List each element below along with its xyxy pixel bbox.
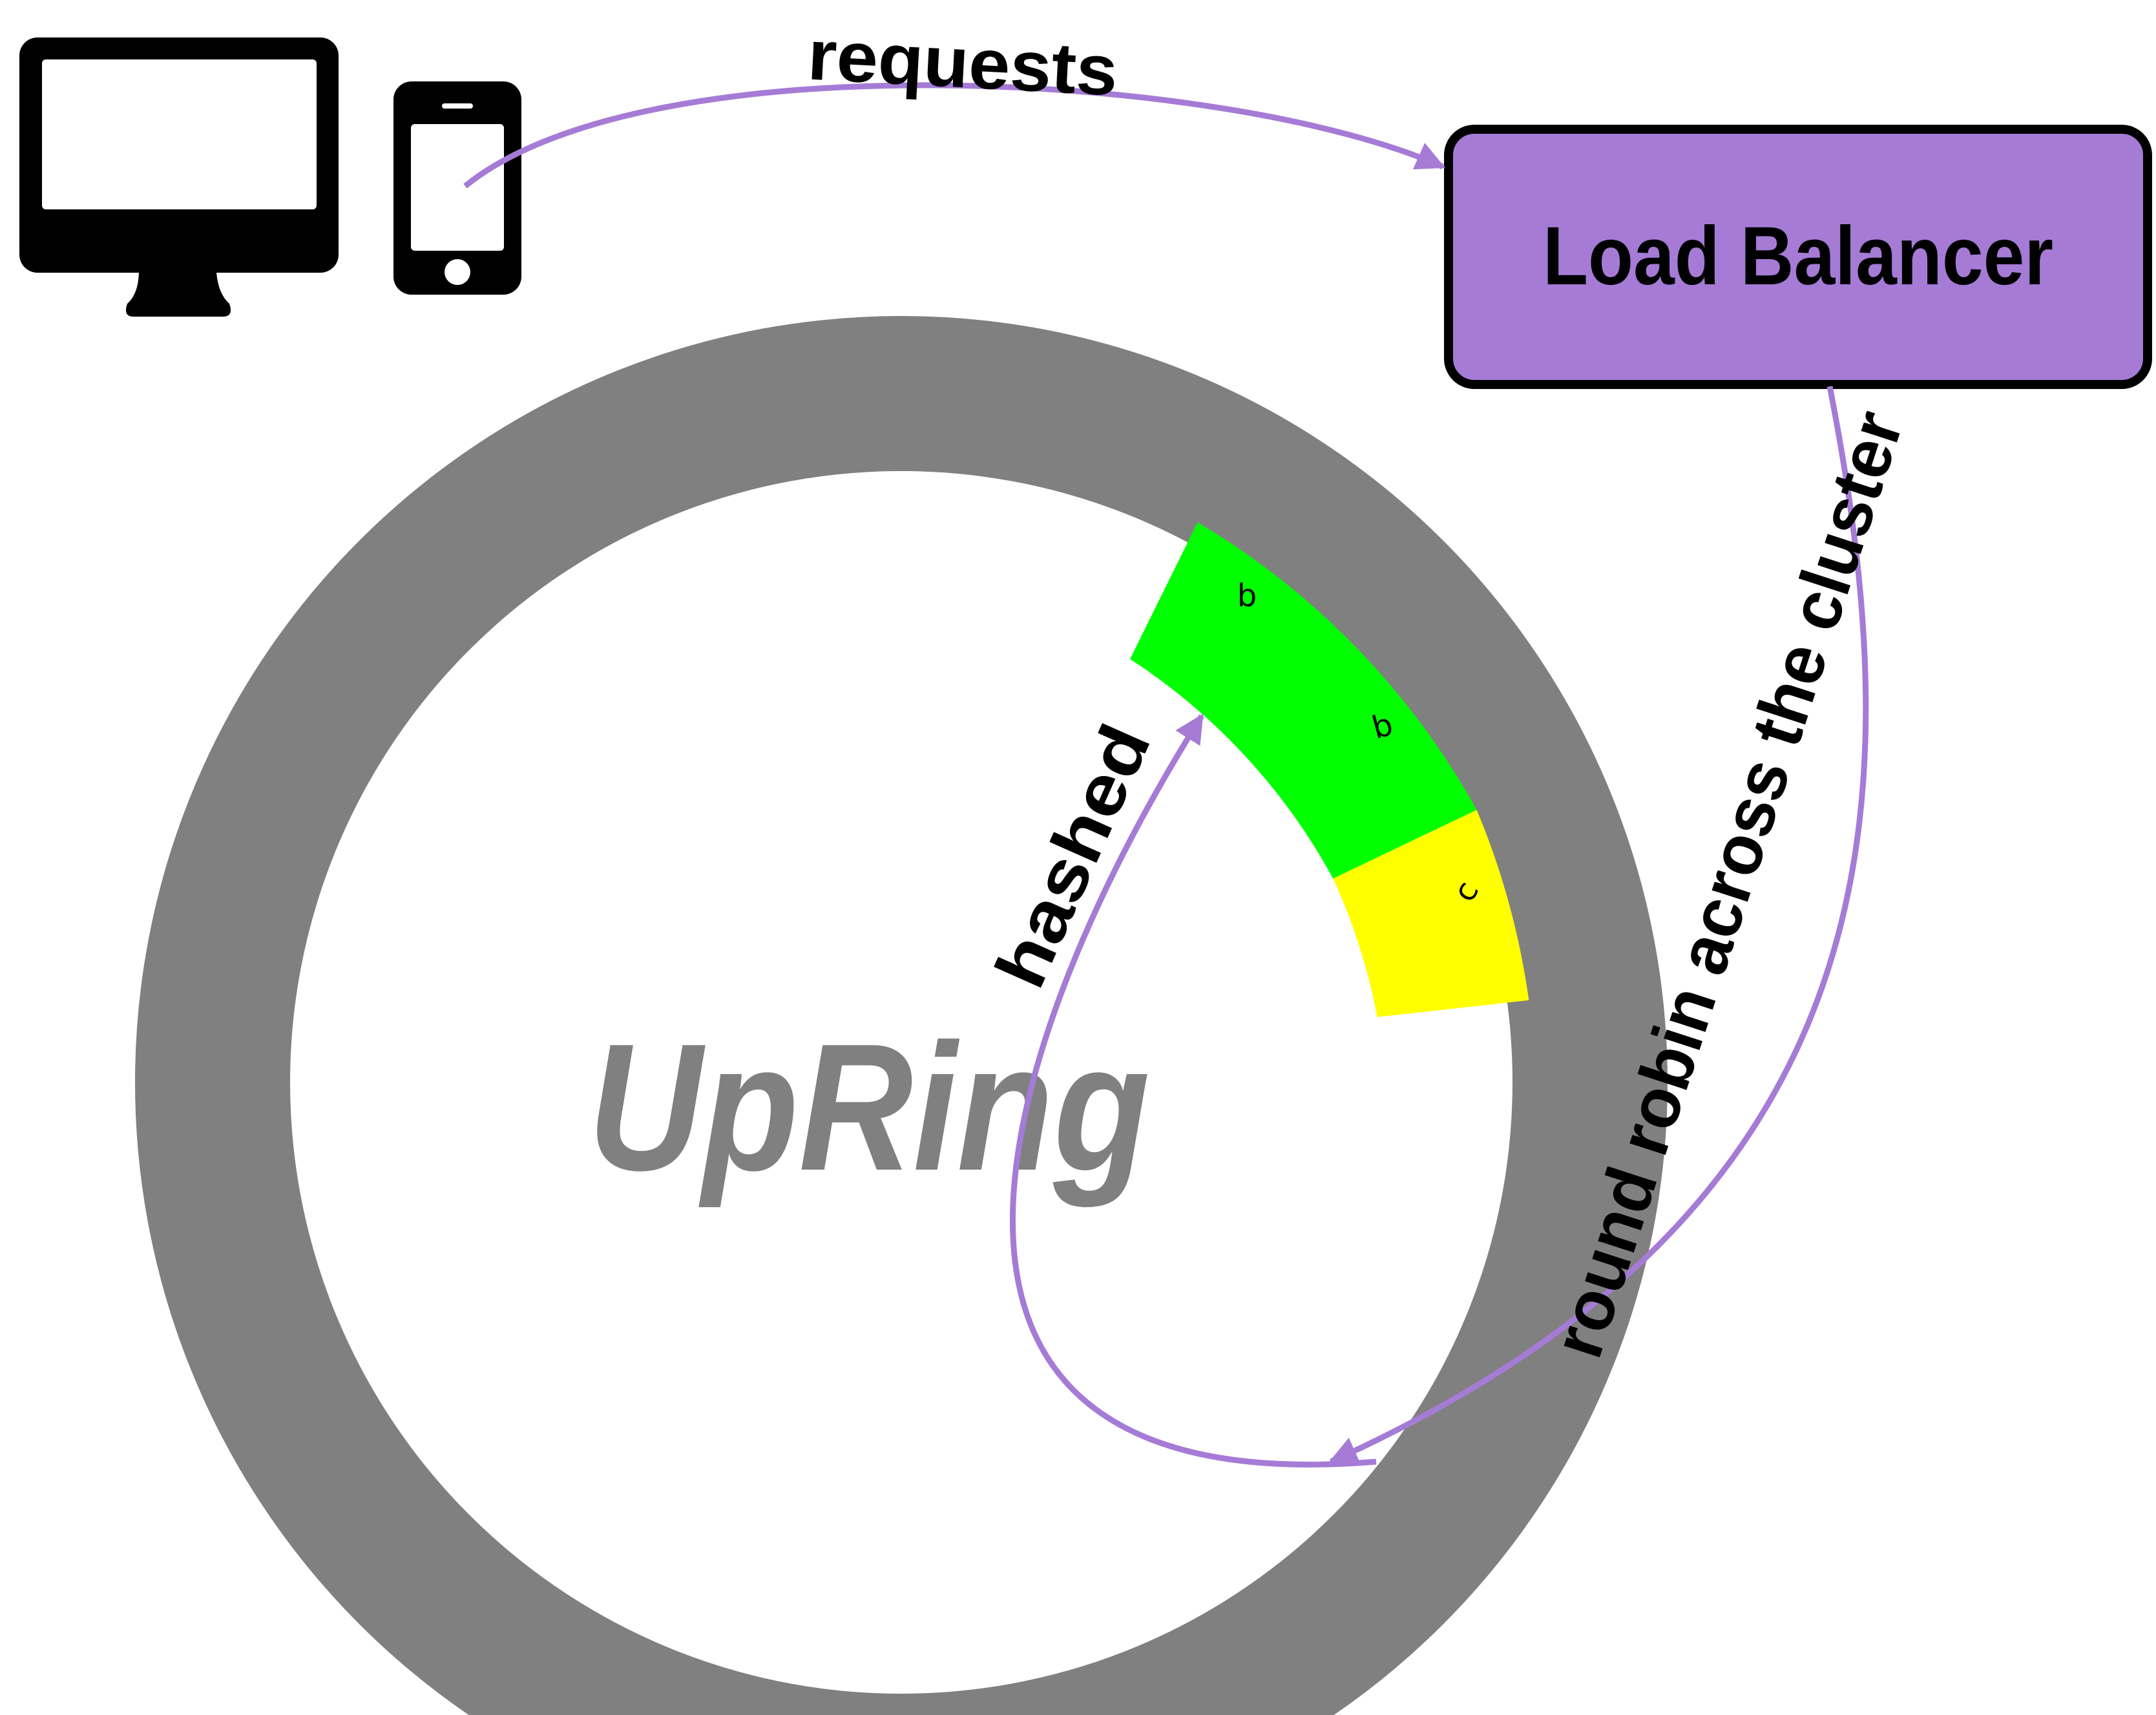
desktop-icon — [19, 37, 339, 317]
ring-title: UpRing — [588, 1007, 1150, 1209]
load-balancer-label: Load Balancer — [1543, 210, 2053, 302]
smartphone-icon — [393, 81, 521, 295]
requests-label: requests — [806, 16, 1120, 111]
upring-ring — [135, 316, 1668, 1715]
hashed-arrow — [1010, 713, 1377, 1468]
ring-segment-c — [1333, 810, 1529, 1017]
requests-arrow — [463, 82, 1446, 189]
round-robin-arrow — [1328, 386, 1869, 1465]
segment-label-b1: b — [1237, 578, 1257, 614]
ring-segments — [1130, 522, 1529, 1017]
load-balancer-box: Load Balancer — [1444, 125, 2152, 389]
ring-segment-b — [1130, 522, 1477, 879]
